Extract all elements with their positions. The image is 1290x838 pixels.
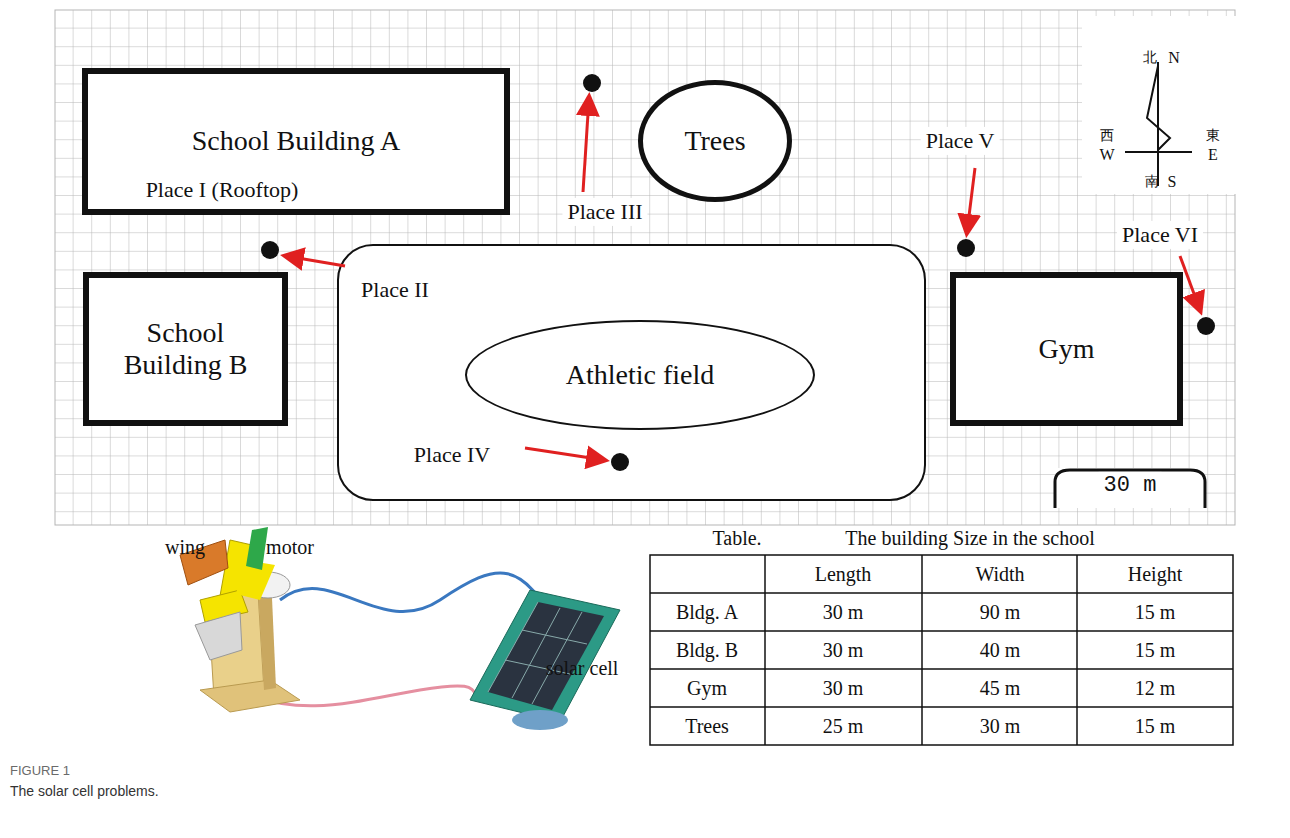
part-name: solar cell [546, 657, 619, 679]
table-cell: 30 m [823, 677, 864, 699]
table-cell: 40 m [980, 639, 1021, 661]
compass-letter: N [1168, 49, 1180, 67]
table-cell: Bldg. B [676, 639, 738, 661]
table-cell: 12 m [1135, 677, 1176, 699]
scale-label: 30 m [1099, 472, 1162, 500]
place-label: Place III [562, 198, 647, 226]
table-cell: Gym [687, 677, 727, 699]
solar-motor-illustration [180, 527, 620, 730]
compass-letter: 西 [1100, 128, 1114, 143]
table-cell: Width [975, 563, 1024, 585]
table-title: The building Size in the school [845, 527, 1094, 549]
compass-letter: W [1099, 146, 1114, 164]
compass-letter: 南 [1145, 174, 1159, 189]
area-name: Gym [1039, 333, 1095, 365]
building-box: Gym [950, 272, 1183, 426]
part-name: motor [266, 536, 314, 558]
compass-letter: E [1208, 146, 1218, 164]
figure-number: FIGURE 1 [10, 764, 70, 778]
table-cell: Bldg. A [676, 601, 738, 623]
table-cell: 45 m [980, 677, 1021, 699]
place-label: Place II [356, 276, 434, 304]
data-table-grid [650, 555, 1233, 745]
compass-letter: 東 [1206, 128, 1220, 143]
table-cell: Height [1128, 563, 1182, 585]
table-cell: 15 m [1135, 601, 1176, 623]
table-title: Table. [712, 527, 761, 549]
table-cell: Trees [685, 715, 729, 737]
area-name: Athletic field [566, 359, 715, 391]
table-cell: 25 m [823, 715, 864, 737]
part-name: wing [165, 536, 205, 558]
place-label: Place V [921, 127, 1000, 155]
table-cell: 30 m [980, 715, 1021, 737]
table-cell: Length [815, 563, 872, 585]
building-box: School Building B [83, 272, 288, 426]
figure-caption: The solar cell problems. [10, 784, 159, 799]
table-cell: 90 m [980, 601, 1021, 623]
ellipse-area: Athletic field [465, 320, 815, 430]
table-cell: 30 m [823, 601, 864, 623]
area-name: School Building A [192, 125, 400, 157]
place-label: Place I (Rooftop) [141, 176, 304, 204]
place-label: Place IV [409, 441, 495, 469]
table-cell: 15 m [1135, 639, 1176, 661]
table-cell: 30 m [823, 639, 864, 661]
table-cell: 15 m [1135, 715, 1176, 737]
area-name: Trees [684, 125, 745, 157]
compass-letter: 北 [1143, 50, 1157, 65]
area-name: School Building B [106, 317, 266, 381]
ellipse-area: Trees [638, 80, 792, 202]
compass-letter: S [1168, 173, 1177, 191]
place-label: Place VI [1117, 221, 1203, 249]
